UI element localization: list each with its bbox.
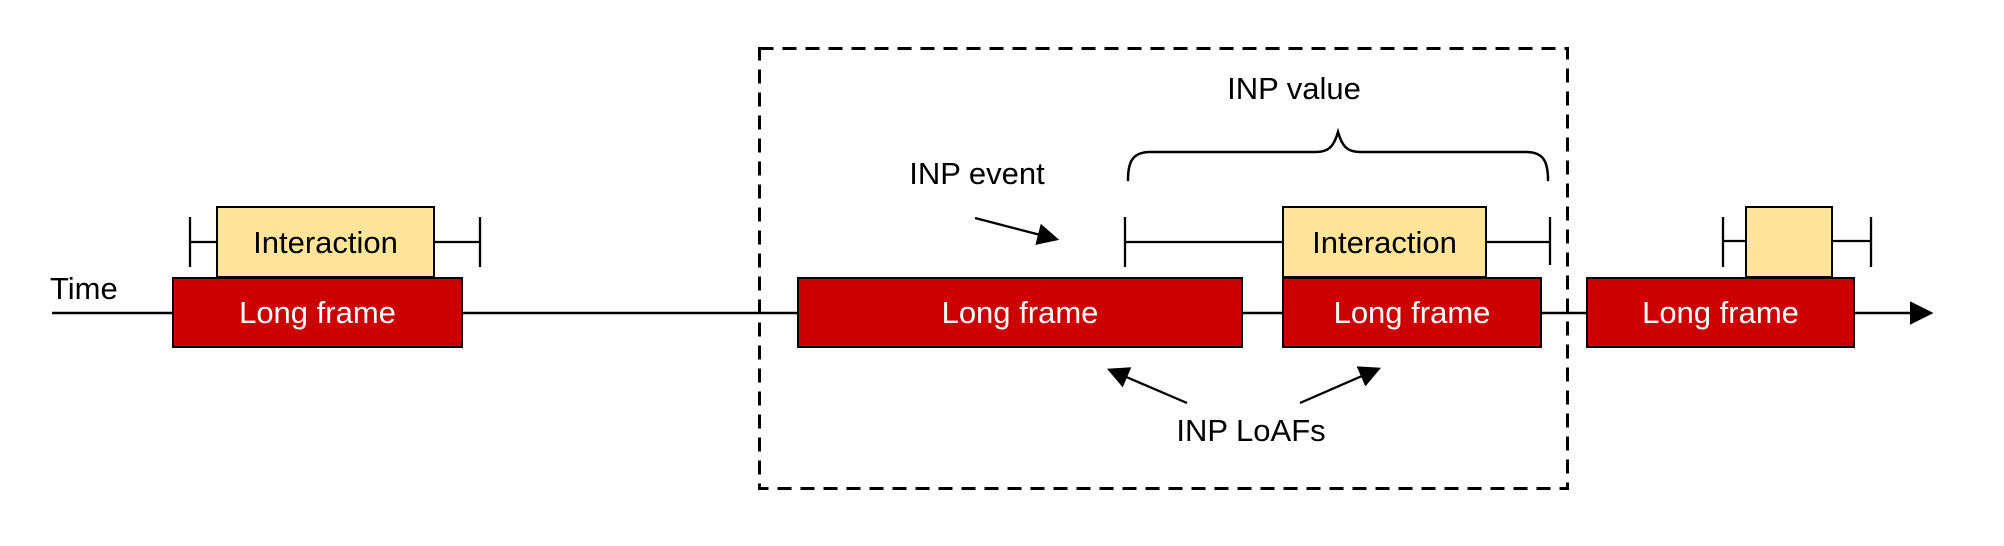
long-frame-box-3-label: Long frame [1333,295,1491,330]
interaction-box-1: Interaction [216,206,435,278]
long-frame-box-4-label: Long frame [1642,295,1799,330]
inp-loafs-label: INP LoAFs [1176,413,1326,448]
long-frame-box-1: Long frame [172,277,463,348]
inp-loafs-arrow-left [1106,367,1188,405]
time-label: Time [50,271,118,306]
inp-event-arrow [974,216,1060,245]
long-frame-box-4: Long frame [1586,277,1855,348]
interaction-3-whiskers [1721,217,1873,267]
inp-event-label: INP event [909,156,1045,191]
interaction-box-2-label: Interaction [1312,224,1457,260]
interaction-box-1-label: Interaction [253,224,398,260]
interaction-box-2: Interaction [1282,206,1487,278]
long-frame-box-3: Long frame [1282,277,1542,348]
inp-loafs-arrow-right [1299,366,1382,405]
interaction-1-whiskers [188,217,482,267]
inp-group-dashed-outline [758,47,1569,490]
long-frame-box-2-label: Long frame [941,295,1099,330]
inp-interaction-whiskers [1123,217,1552,267]
inp-value-label: INP value [1227,71,1361,106]
long-frame-box-1-label: Long frame [239,295,396,330]
inp-value-brace [1126,127,1550,182]
long-frame-box-2: Long frame [797,277,1243,348]
interaction-box-3 [1745,206,1833,278]
